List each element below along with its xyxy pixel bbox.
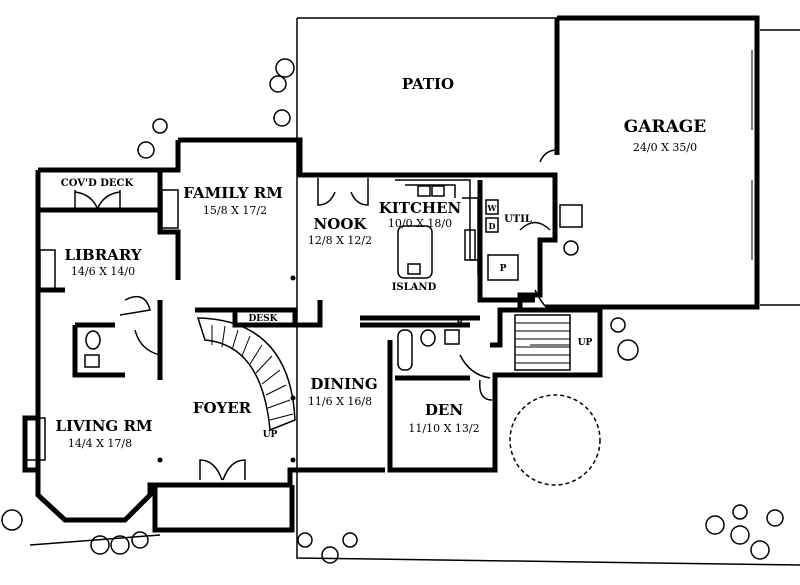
- garage-equipment: [559, 204, 583, 256]
- garage-label: GARAGE: [624, 117, 707, 137]
- dining-dims: 11/6 X 16/8: [308, 395, 372, 408]
- shrubs: [1, 58, 784, 564]
- site-lines: [29, 18, 800, 566]
- pantry-mark: P: [500, 264, 507, 274]
- kitchen-label: KITCHEN: [379, 199, 462, 217]
- refrigerator-mark: R: [456, 318, 464, 328]
- fireplaces: [24, 189, 179, 461]
- powder-room: [84, 329, 460, 371]
- nook-dims: 12/8 X 12/2: [308, 234, 372, 247]
- desk-label: DESK: [249, 314, 279, 324]
- main-staircase: [196, 317, 296, 432]
- back-staircase: [514, 314, 571, 371]
- nook-label: NOOK: [314, 215, 368, 233]
- washer-mark: W: [487, 203, 498, 213]
- back-stair-up: UP: [578, 338, 593, 348]
- living-rm-dims: 14/4 X 17/8: [68, 437, 132, 450]
- util-label: UTIL: [504, 214, 532, 225]
- utility-room: [485, 199, 551, 281]
- exterior-walls: [22, 137, 603, 533]
- garage-walls: [534, 15, 760, 310]
- library-label: LIBRARY: [64, 246, 141, 264]
- main-stair-up: UP: [263, 430, 278, 440]
- dining-label: DINING: [310, 375, 377, 393]
- library-dims: 14/6 X 14/0: [71, 265, 135, 278]
- kitchen-island: [397, 225, 433, 279]
- dryer-mark: D: [489, 221, 496, 231]
- round-planter: [509, 394, 601, 486]
- covd-deck-label: COV'D DECK: [61, 178, 134, 189]
- den-label: DEN: [425, 401, 463, 419]
- patio-label: PATIO: [402, 75, 454, 93]
- foyer-label: FOYER: [193, 399, 252, 417]
- kitchen-counters: [395, 179, 480, 275]
- family-rm-label: FAMILY RM: [183, 184, 283, 202]
- kitchen-dims: 10/0 X 18/0: [388, 217, 452, 230]
- doors: [74, 178, 493, 481]
- family-rm-dims: 15/8 X 17/2: [203, 204, 267, 217]
- garage-dims: 24/0 X 35/0: [633, 141, 697, 154]
- island-label: ISLAND: [392, 282, 437, 293]
- den-dims: 11/10 X 13/2: [408, 422, 479, 435]
- column-dots: [157, 275, 296, 463]
- living-rm-label: LIVING RM: [55, 417, 152, 435]
